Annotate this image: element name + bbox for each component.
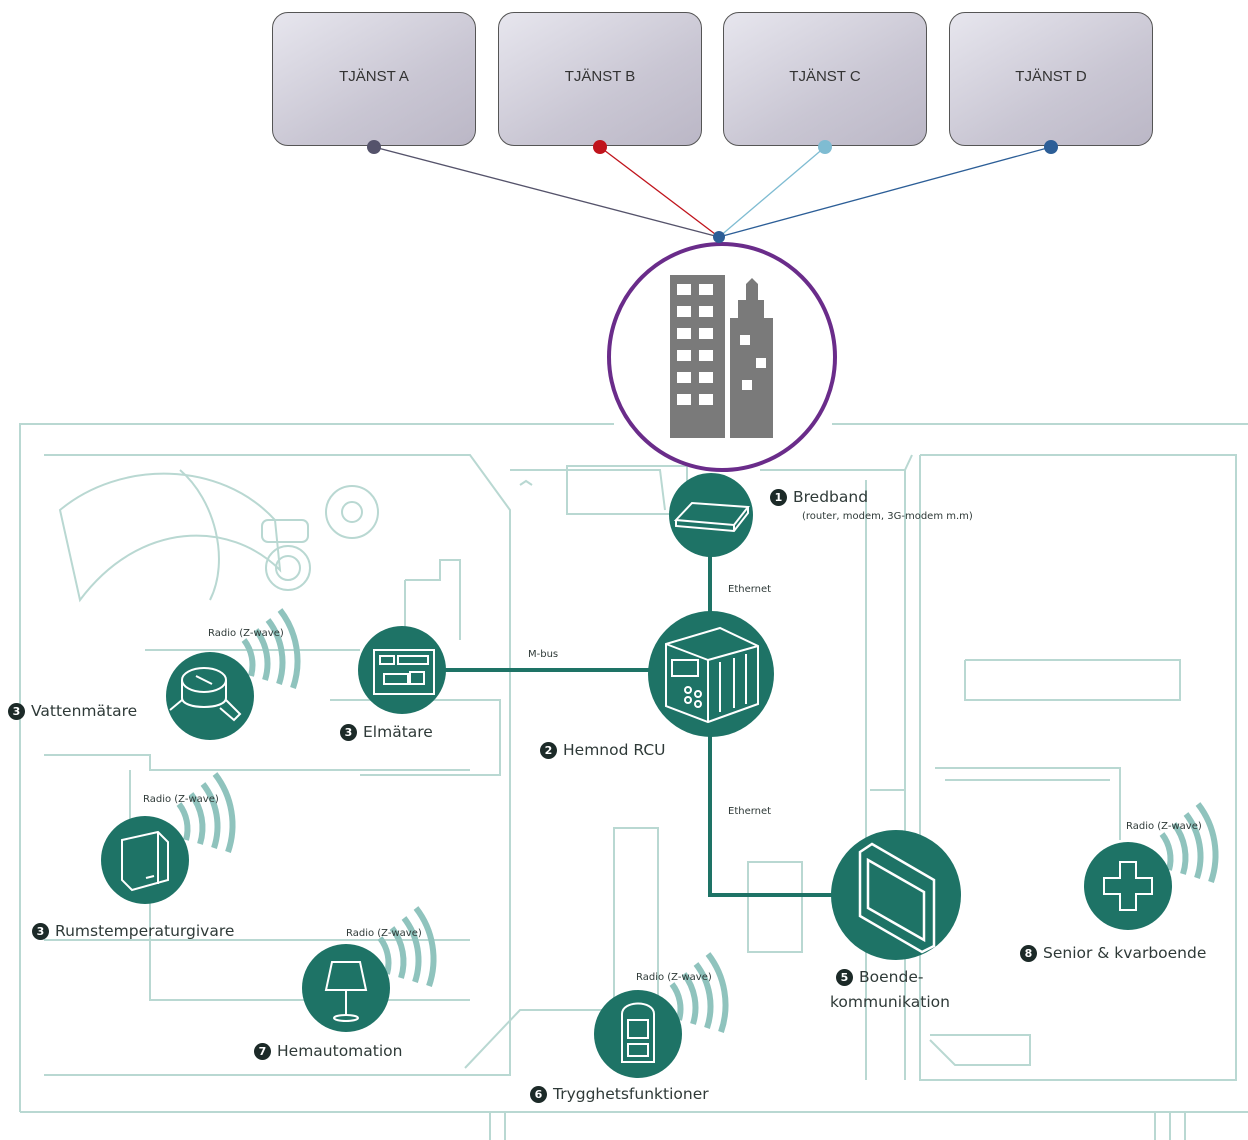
service-label: TJÄNST D [1015,67,1087,85]
service-b-connector [593,140,607,154]
hemnod-rcu-node [648,611,774,737]
rumstemperaturgivare-node [101,816,189,904]
ethernet-bottom-label: Ethernet [728,806,772,817]
bredband-router-node [669,473,753,557]
vattenmatare-node [166,652,254,740]
service-c-connector [818,140,832,154]
city-hub [607,242,837,472]
service-a-connector [367,140,381,154]
service-label: TJÄNST C [789,67,861,85]
trygghetsfunktioner-node [594,990,682,1078]
thermostat-icon [121,830,169,892]
bredband-sublabel: (router, modem, 3G-modem m.m) [802,511,973,522]
senior-kvarboende-node [1084,842,1172,930]
boendekommunikation-node [831,830,961,960]
service-box-c: TJÄNST C [723,12,927,146]
radio-label-trygghet: Radio (Z-wave) [636,972,712,983]
rcu-device-icon [665,626,759,724]
service-connections [373,146,1052,238]
radio-waves [176,608,1219,1033]
router-icon [673,501,750,533]
hub-connector [713,231,725,243]
boende-label-line2: kommunikation [830,993,950,1011]
radio-label-rumstemp: Radio (Z-wave) [143,794,219,805]
radio-label-senior: Radio (Z-wave) [1126,821,1202,832]
service-box-a: TJÄNST A [272,12,476,146]
radio-label-vatten: Radio (Z-wave) [208,628,284,639]
elmatare-node [358,626,446,714]
kitchen-hood-illustration [58,469,533,603]
service-label: TJÄNST A [339,67,409,85]
hemautomation-node [302,944,390,1032]
service-label: TJÄNST B [564,67,636,85]
wired-network [440,548,832,897]
tablet-icon [858,842,936,954]
health-cross-icon [1103,861,1153,911]
ethernet-top-label: Ethernet [728,584,772,595]
power-meter-icon [373,649,435,695]
lamp-icon [324,961,368,1022]
service-box-b: TJÄNST B [498,12,702,146]
water-meter-icon [169,667,242,722]
motion-sensor-icon [621,1002,655,1063]
service-d-connector [1044,140,1058,154]
radio-label-hemautomation: Radio (Z-wave) [346,928,422,939]
mbus-label: M-bus [528,649,559,660]
